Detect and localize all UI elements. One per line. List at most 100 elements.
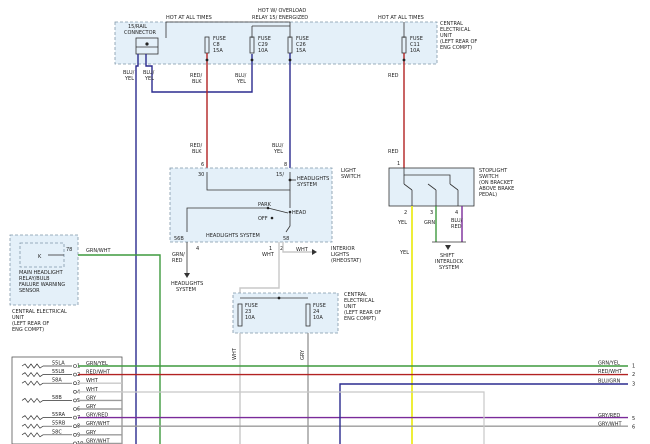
connector-resistor: [21, 397, 44, 403]
ls-pin-30: 30: [198, 172, 204, 178]
right-output-number: 1: [632, 364, 635, 370]
central-mid-label-3: (LEFT REAR OF: [344, 310, 381, 316]
right-output-wire-label: GRY/WHT: [598, 422, 622, 428]
splice-dot-2: [288, 58, 292, 62]
central-left-0: CENTRAL ELECTRICAL: [12, 309, 67, 315]
right-output-number: 6: [632, 425, 635, 431]
central-top-label-1: ELECTRICAL: [440, 27, 471, 33]
fuse-c29-amps: 10A: [258, 48, 268, 54]
connector-resistor: [21, 363, 44, 369]
fuse-24-amps: 10A: [313, 315, 323, 321]
connector-wire-label: GRN/YEL: [86, 361, 108, 367]
label-grn-wht: GRN/WHT: [86, 248, 111, 254]
connector-wire-label: GRY: [86, 404, 97, 410]
label-grn-1: GRN: [424, 220, 435, 226]
connector-terminal: [73, 432, 77, 437]
fuse-c8-name: C8: [213, 42, 220, 48]
central-mid-label-1: ELECTRICAL: [344, 298, 375, 304]
sl-pin-1: 1: [397, 161, 400, 167]
label-wht-1: WHT: [262, 252, 275, 258]
label-red-blk-2a: RED/: [190, 143, 202, 149]
relay-label-1: RELAY/BULB: [19, 276, 50, 282]
connector-pin-name: 55RB: [52, 421, 66, 427]
right-output-number: 2: [632, 372, 635, 378]
connector-wire-label: RED/WHT: [86, 370, 111, 376]
right-output-wire-label: GRN/YEL: [598, 361, 620, 367]
arrow-shift-interlock: [445, 245, 451, 250]
central-mid-label-0: CENTRAL: [344, 292, 367, 298]
ls-park: PARK: [258, 202, 272, 208]
central-mid-box: [232, 292, 339, 334]
ls-pin-1: 1: [269, 246, 272, 252]
right-output-number: 5: [632, 416, 635, 422]
label-yel-2: YEL: [399, 250, 409, 256]
wire-blu-yel-loop: [145, 54, 253, 93]
central-top-label-2: UNIT: [440, 33, 453, 39]
central-left-2: (LEFT REAR OF: [12, 321, 49, 327]
connector-wire-label: GRY/WHT: [86, 438, 110, 444]
label-yel-1: YEL: [397, 220, 407, 226]
right-output-wire-label: GRY/RED: [598, 413, 620, 419]
relay-label-0: MAIN HEADLIGHT: [19, 270, 64, 276]
light-switch-label-1: SWITCH: [341, 174, 361, 180]
ls-pin-2: 2: [280, 246, 283, 252]
connector-terminal: [73, 398, 77, 403]
shift-0: SHIFT: [440, 253, 455, 259]
label-grn-red-b: RED: [172, 258, 183, 264]
ls-dot-off: [270, 216, 274, 220]
central-top-label-0: CENTRAL: [440, 21, 463, 27]
label-blu-yel-4b: YEL: [273, 149, 283, 155]
ls-head-lead: [285, 212, 291, 233]
arrow-headlights: [184, 273, 190, 278]
relay-label-2: FAILURE WARNING: [19, 282, 65, 288]
label-wht-2: WHT: [296, 247, 309, 253]
connector-wire-label: GRY/WHT: [86, 421, 110, 427]
shift-2: SYSTEM: [439, 265, 459, 271]
hot-label-1: HOT AT ALL TIMES: [166, 15, 212, 21]
central-mid-dot: [277, 296, 281, 300]
label-blu-yel-4a: BLU/: [272, 143, 284, 149]
connector-resistor: [21, 380, 44, 386]
fuse-c26-amps: 15A: [296, 48, 306, 54]
ls-pin-6: 6: [201, 162, 204, 168]
ls-head: HEAD: [292, 210, 306, 216]
ls-switch-blade: [267, 207, 289, 214]
label-red-1: RED: [388, 73, 399, 79]
connector-terminal: [73, 381, 77, 386]
ls-off: OFF: [258, 216, 268, 222]
light-switch-box: [169, 167, 333, 243]
label-blu-yel-1a: BLU/: [123, 70, 135, 76]
headlights-out-1: SYSTEM: [176, 287, 196, 293]
splice-dot-4: [402, 58, 406, 62]
interior-0: INTERIOR: [331, 246, 355, 252]
ls-dot-15: [288, 178, 292, 182]
shift-1: INTERLOCK: [435, 259, 464, 265]
fuse-c29-label: FUSE: [258, 36, 271, 42]
fuse-c26-label: FUSE: [296, 36, 309, 42]
rail-connector: [135, 37, 159, 55]
central-mid-label-2: UNIT: [344, 304, 357, 310]
central-mid-label-4: ENG COMPT): [344, 316, 376, 322]
connector-resistor: [21, 415, 44, 421]
connector-pin-name: 58A: [52, 378, 62, 384]
connector-terminal: [73, 364, 77, 368]
connector-pin-name: 55RA: [52, 412, 66, 418]
central-left-1: UNIT: [12, 315, 25, 321]
ls-headlights-sys-0: HEADLIGHTS: [297, 176, 329, 182]
ls-pin-56b: 56B: [174, 236, 184, 242]
connector-resistor: [21, 423, 44, 429]
stoplight-label-2: (ON BRACKET: [479, 180, 514, 186]
wire-blu-grn: [339, 383, 628, 444]
label-blu-yel-3b: YEL: [236, 79, 246, 85]
hot-label-2a: HOT W/ OVERLOAD: [258, 8, 306, 14]
connector-terminal: [73, 415, 77, 420]
stoplight-label-3: ABOVE BRAKE: [479, 186, 514, 192]
label-red-blk-1a: RED/: [190, 73, 202, 79]
right-output-wire-label: BLU/GRN: [598, 379, 621, 385]
connector-pin-name: 55LB: [52, 369, 65, 375]
central-top-label-4: ENG COMPT): [440, 45, 472, 51]
wire-wht-interior: [282, 242, 312, 253]
sl-pin-3: 3: [430, 210, 433, 216]
label-grn-red-a: GRN/: [172, 252, 185, 258]
